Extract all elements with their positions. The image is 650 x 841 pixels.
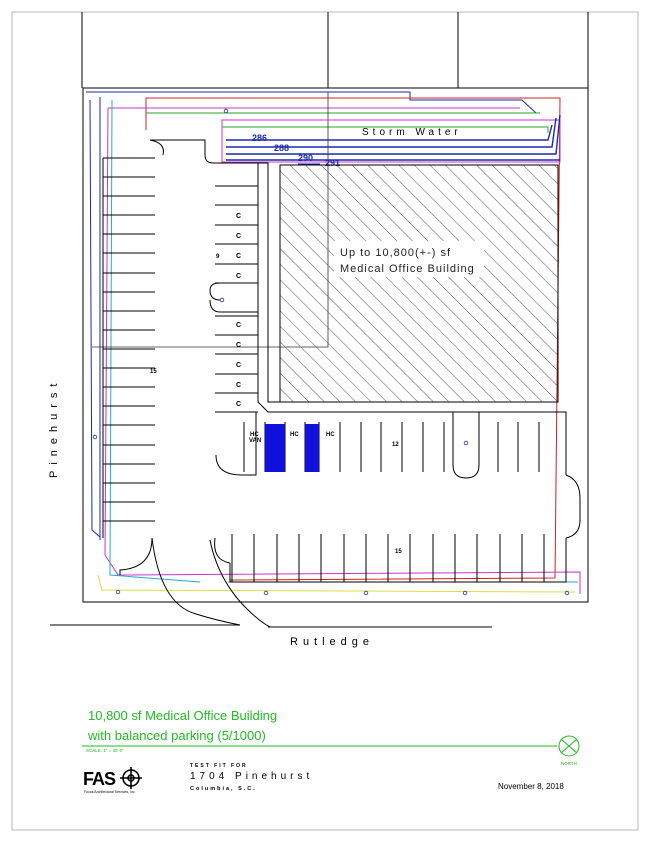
contour-label-288: 288 — [274, 143, 289, 153]
property-boundary — [82, 87, 589, 603]
test-fit-label: TEST FIT FOR — [190, 763, 248, 769]
driveway-returns — [151, 537, 271, 628]
hc-van-label-line2: VAN — [249, 438, 261, 444]
hc-label-1: HC — [290, 432, 299, 438]
compact-label: C — [236, 342, 241, 349]
hc-label-2: HC — [326, 432, 335, 438]
count-west-row: 15 — [150, 369, 157, 375]
date-label: November 8, 2018 — [498, 782, 564, 791]
building-label-line2: Medical Office Building — [340, 263, 475, 275]
building-footprint: Up to 10,800(+-) sf Medical Office Build… — [279, 164, 559, 403]
compact-label: C — [236, 382, 241, 389]
sheet-border — [11, 11, 639, 831]
adjacent-parcels — [81, 12, 589, 88]
compact-label: C — [236, 233, 241, 240]
compact-label: C — [236, 273, 241, 280]
title-block: 10,800 sf Medical Office Building with b… — [82, 708, 580, 794]
count-south-row: 15 — [395, 549, 402, 555]
hc-van-stall — [265, 424, 285, 472]
building-label-line1: Up to 10,800(+-) sf — [340, 247, 451, 259]
count-west-aisle: 9 — [216, 254, 220, 260]
street-label-rutledge: Rutledge — [290, 636, 374, 648]
hc-stall — [305, 424, 319, 472]
compact-label: C — [236, 213, 241, 220]
storm-water-area: Storm Water 286 288 290 291 — [221, 114, 561, 168]
city-label: Columbia, S.C. — [190, 786, 257, 792]
hc-van-label-line1: HC — [250, 432, 259, 438]
hc-labels: HC VAN HC HC — [249, 432, 335, 444]
title-line2: with balanced parking (5/1000) — [87, 728, 266, 743]
company-logo: FAS Focus Architectural Services, Inc — [83, 767, 142, 794]
company-name: Focus Architectural Services, Inc — [84, 790, 135, 794]
contour-label-291: 291 — [325, 158, 340, 168]
logo-text: FAS — [83, 769, 116, 789]
compact-label: C — [236, 253, 241, 260]
compact-label: C — [236, 362, 241, 369]
stall-counts: 9 15 12 15 — [150, 254, 402, 555]
compact-label: C — [236, 401, 241, 408]
address-label: 1704 Pinehurst — [190, 771, 313, 782]
scale-label: SCALE: 1" = 30'-0" — [86, 748, 124, 753]
compact-label: C — [236, 322, 241, 329]
crosshair-icon — [120, 767, 142, 789]
compact-labels: C C C C C C C C C — [236, 213, 241, 408]
count-middle-row: 12 — [392, 442, 399, 448]
street-lines — [50, 624, 492, 628]
title-line1: 10,800 sf Medical Office Building — [88, 708, 277, 723]
storm-water-label: Storm Water — [362, 127, 462, 138]
contour-label-290: 290 — [298, 153, 313, 163]
street-label-pinehurst: Pinehurst — [48, 378, 60, 478]
site-markers — [92, 108, 570, 596]
north-label: NORTH — [561, 761, 577, 766]
curb-lines — [119, 139, 581, 583]
contour-label-286: 286 — [252, 133, 267, 143]
north-arrow-icon — [558, 735, 580, 757]
